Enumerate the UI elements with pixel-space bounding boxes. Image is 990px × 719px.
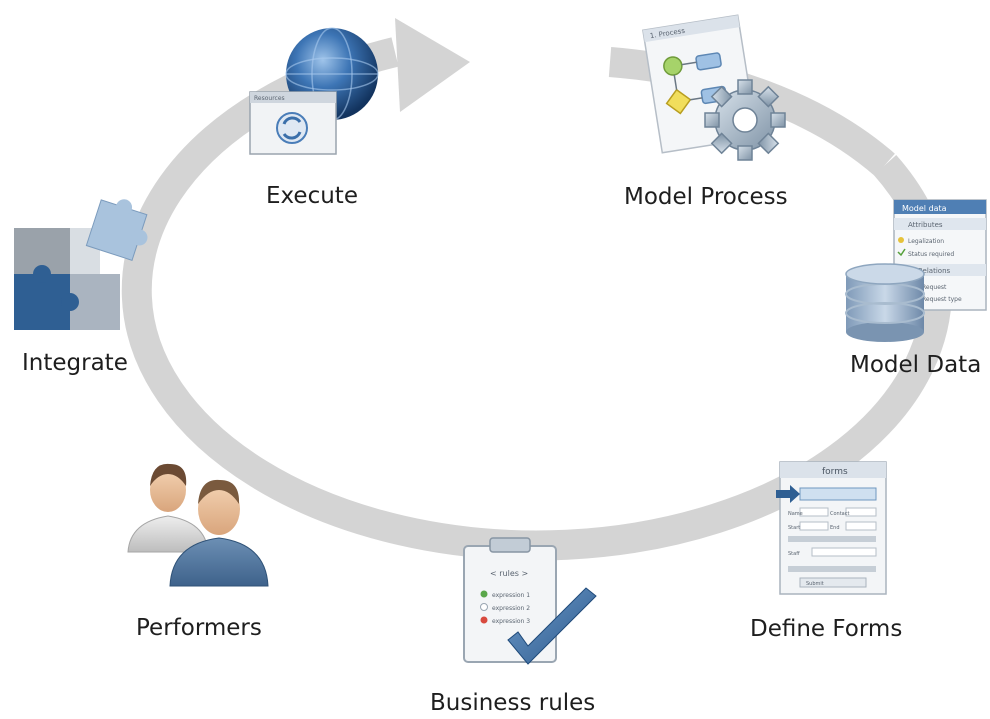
svg-text:Staff: Staff (788, 551, 800, 557)
svg-text:Name: Name (788, 511, 803, 517)
people-icon (127, 463, 269, 587)
form-window-icon: forms Name Contact Start End Staff Submi… (776, 461, 887, 595)
svg-text:Start: Start (788, 525, 800, 531)
svg-text:Resources: Resources (254, 95, 285, 102)
step-label-model-process: Model Process (624, 184, 788, 210)
puzzle-pieces-icon (14, 199, 148, 330)
svg-text:Legalization: Legalization (908, 238, 944, 245)
svg-text:Submit: Submit (806, 581, 824, 587)
svg-text:Attributes: Attributes (908, 221, 943, 229)
cycle-arrowhead (395, 18, 470, 112)
step-label-execute: Execute (266, 183, 358, 209)
svg-text:Model data: Model data (902, 204, 947, 213)
step-label-business-rules: Business rules (430, 690, 596, 716)
svg-text:expression 3: expression 3 (492, 618, 530, 625)
svg-text:forms: forms (822, 467, 848, 477)
clipboard-checkmark-icon: < rules > expression 1 expression 2 expr… (463, 537, 597, 665)
globe-refresh-window-icon: Resources (249, 27, 379, 155)
svg-text:Request type: Request type (922, 296, 962, 303)
svg-text:< rules >: < rules > (490, 569, 528, 578)
svg-text:Status required: Status required (908, 251, 954, 258)
step-label-model-data: Model Data (850, 352, 982, 378)
svg-text:End: End (830, 525, 840, 531)
flowchart-gear-icon: 1. Process (642, 14, 786, 161)
step-label-integrate: Integrate (22, 350, 128, 376)
svg-text:expression 2: expression 2 (492, 605, 530, 612)
svg-text:expression 1: expression 1 (492, 592, 530, 599)
svg-text:Request: Request (922, 284, 947, 291)
step-label-define-forms: Define Forms (750, 616, 903, 642)
database-panel-icon: Model data Attributes Legalization Statu… (845, 199, 987, 342)
step-label-performers: Performers (136, 615, 262, 641)
svg-text:Relations: Relations (918, 267, 950, 275)
svg-text:Contact: Contact (830, 511, 849, 517)
